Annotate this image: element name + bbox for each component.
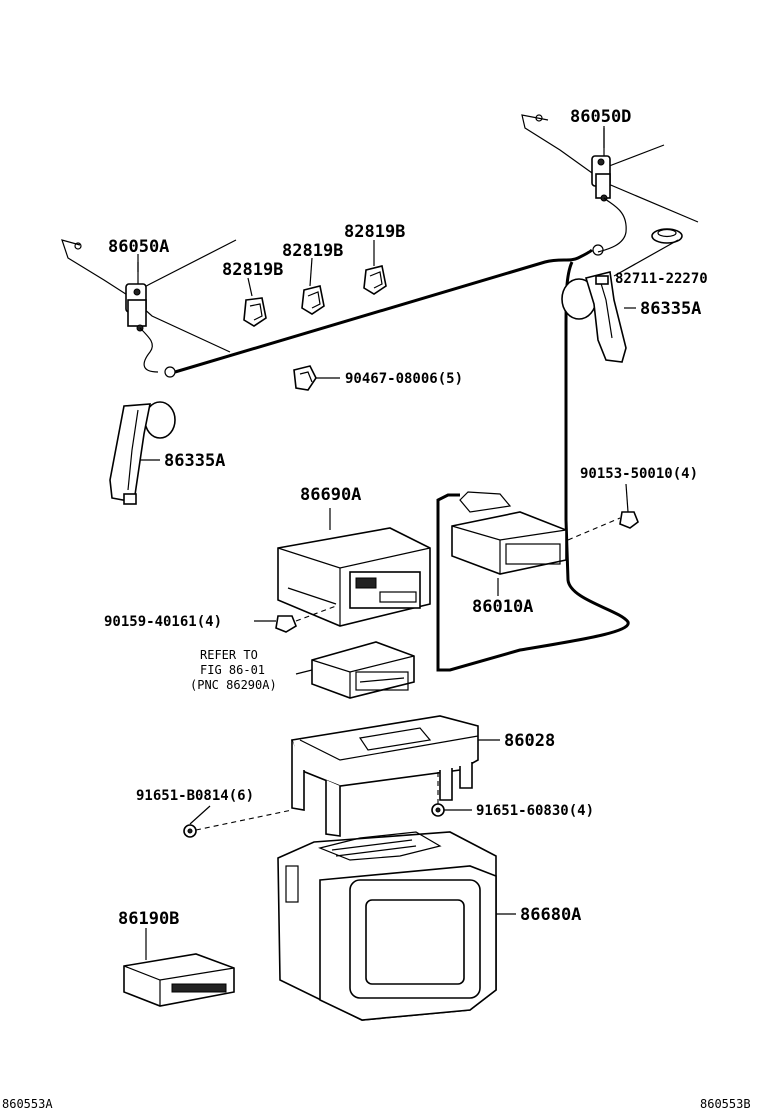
bolt-91651-60830 bbox=[431, 803, 445, 817]
label-82819B-2: 82819B bbox=[282, 241, 343, 261]
label-86335A-right: 86335A bbox=[640, 299, 701, 319]
clip-90467 bbox=[293, 365, 317, 391]
antenna-left bbox=[61, 239, 237, 378]
grommet bbox=[651, 228, 683, 244]
monitor-86680A bbox=[277, 831, 497, 1021]
antenna-holder-right bbox=[561, 271, 627, 363]
screw-90153 bbox=[619, 511, 639, 529]
label-82819B-3: 82819B bbox=[344, 222, 405, 242]
label-90467-08006: 90467-08006(5) bbox=[345, 371, 463, 387]
bracket-86028 bbox=[290, 715, 479, 837]
unit-86190B bbox=[123, 953, 235, 1007]
antenna-holder-left bbox=[109, 401, 176, 505]
label-86335A-left: 86335A bbox=[164, 451, 225, 471]
label-86050D: 86050D bbox=[570, 107, 631, 127]
cable-clip-2 bbox=[301, 285, 325, 315]
label-86190B: 86190B bbox=[118, 909, 179, 929]
screw-90159 bbox=[275, 615, 297, 633]
antenna-right bbox=[521, 114, 699, 256]
label-86010A: 86010A bbox=[472, 597, 533, 617]
label-86680A: 86680A bbox=[520, 905, 581, 925]
cable-clip-3 bbox=[363, 265, 387, 295]
unit-86690A bbox=[277, 527, 431, 627]
label-refer-pnc: (PNC 86290A) bbox=[190, 678, 277, 692]
label-91651-B0814: 91651-B0814(6) bbox=[136, 788, 254, 804]
label-86050A: 86050A bbox=[108, 237, 169, 257]
label-82711-22270: 82711-22270 bbox=[615, 271, 708, 287]
leader-lines bbox=[137, 126, 679, 960]
label-90159-40161: 90159-40161(4) bbox=[104, 614, 222, 630]
label-refer-fig: FIG 86-01 bbox=[200, 663, 265, 677]
cable-clip-1 bbox=[243, 297, 267, 327]
label-86690A: 86690A bbox=[300, 485, 361, 505]
label-86028: 86028 bbox=[504, 731, 555, 751]
label-91651-60830: 91651-60830(4) bbox=[476, 803, 594, 819]
antenna-cable bbox=[174, 248, 594, 374]
bolt-91651-B0814 bbox=[183, 824, 197, 838]
label-82819B-1: 82819B bbox=[222, 260, 283, 280]
label-refer-to: REFER TO bbox=[200, 648, 258, 662]
unit-86010A bbox=[451, 491, 567, 575]
footer-code-right: 860553B bbox=[700, 1097, 751, 1111]
footer-code-left: 860553A bbox=[2, 1097, 53, 1111]
label-90153-50010: 90153-50010(4) bbox=[580, 466, 698, 482]
unit-86290A bbox=[311, 641, 415, 699]
